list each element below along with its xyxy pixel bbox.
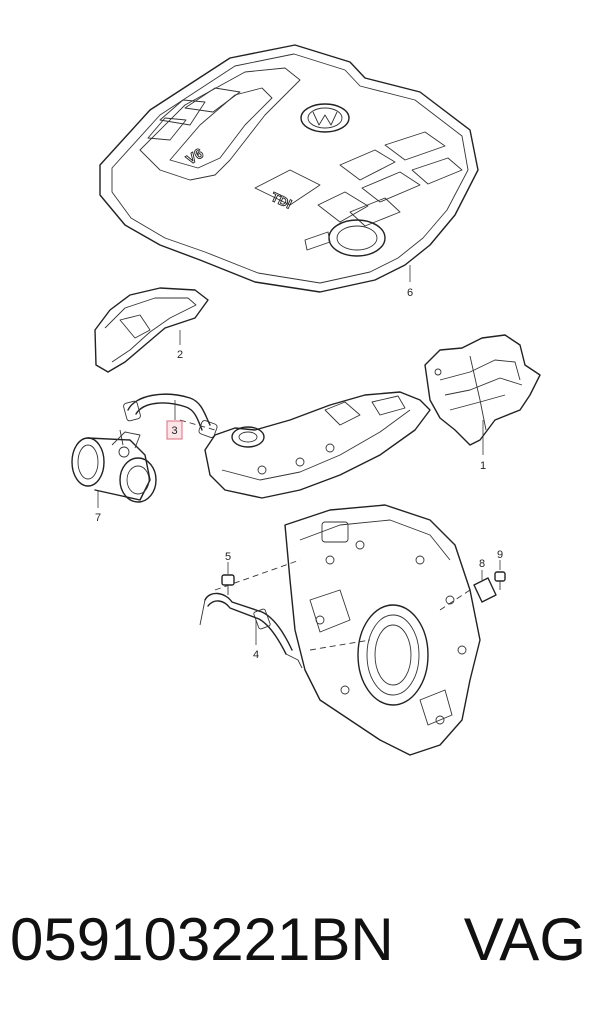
callout-6: 6 <box>407 287 413 299</box>
svg-text:V6: V6 <box>183 145 206 168</box>
callout-3: 3 <box>171 425 177 437</box>
footer: 059103221BN VAG <box>0 895 600 985</box>
callout-4: 4 <box>253 649 259 661</box>
callout-3-highlight <box>166 420 183 440</box>
heat-shield-left-drawing <box>94 287 209 373</box>
callout-7: 7 <box>95 512 101 524</box>
oil-separator-drawing <box>204 391 431 499</box>
parts-exploded-diagram: V6 TDI <box>71 44 541 756</box>
part-number: 059103221BN <box>10 906 394 973</box>
callout-5: 5 <box>225 551 231 563</box>
callout-8: 8 <box>479 558 485 570</box>
throttle-body-drawing <box>71 431 157 503</box>
bolt-8-drawing <box>473 577 497 603</box>
callout-1: 1 <box>480 460 486 472</box>
heat-shield-right-drawing <box>424 334 541 446</box>
crankcase-plate-drawing <box>284 504 481 756</box>
callout-2: 2 <box>177 349 183 361</box>
svg-text:TDI: TDI <box>269 189 294 211</box>
engine-cover-drawing: V6 TDI <box>99 44 479 293</box>
oil-line-drawing <box>199 592 303 669</box>
callout-9: 9 <box>497 549 503 561</box>
brand-label: VAG <box>463 906 586 973</box>
bolt-9-drawing <box>494 571 506 590</box>
